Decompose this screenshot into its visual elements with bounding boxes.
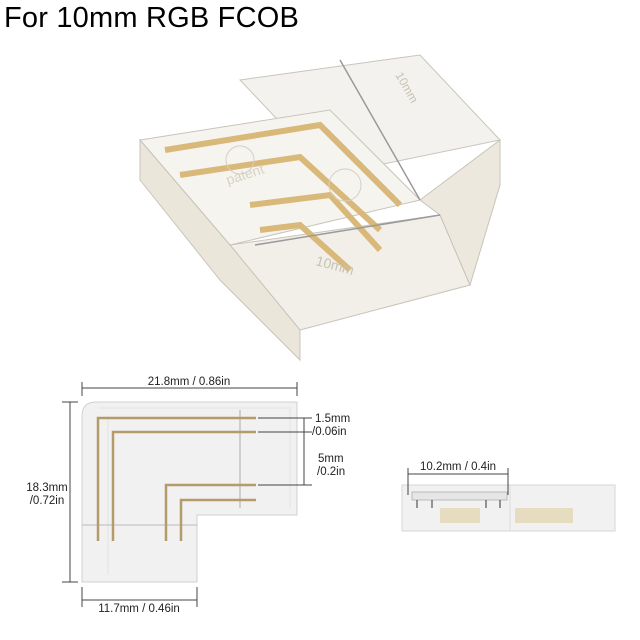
side-view-diagram: 10.2mm / 0.4in — [401, 461, 616, 532]
height-label-in: /0.72in — [30, 495, 65, 507]
gold-pins — [96, 416, 256, 541]
side-dimension-line — [407, 468, 509, 495]
top-view-diagram: 21.8mm / 0.86in 18.3mm /0.72in 11.7mm / … — [26, 376, 350, 615]
leg-width-label: 11.7mm / 0.46in — [98, 603, 180, 615]
product-photo: patent 10mm 10mm — [139, 54, 501, 362]
side-width-label: 10.2mm / 0.4in — [420, 461, 496, 473]
height-label-mm: 18.3mm — [26, 482, 68, 494]
pin-group-spacing-mm: 5mm — [318, 453, 344, 465]
width-label: 21.8mm / 0.86in — [148, 376, 230, 388]
dimension-lines — [62, 382, 312, 607]
pin-spacing-mm: 1.5mm — [315, 413, 350, 425]
page-title: For 10mm RGB FCOB — [4, 2, 300, 34]
pin-spacing-in: /0.06in — [312, 426, 347, 438]
pin-group-spacing-in: /0.2in — [317, 466, 345, 478]
gold-contacts — [164, 121, 403, 273]
